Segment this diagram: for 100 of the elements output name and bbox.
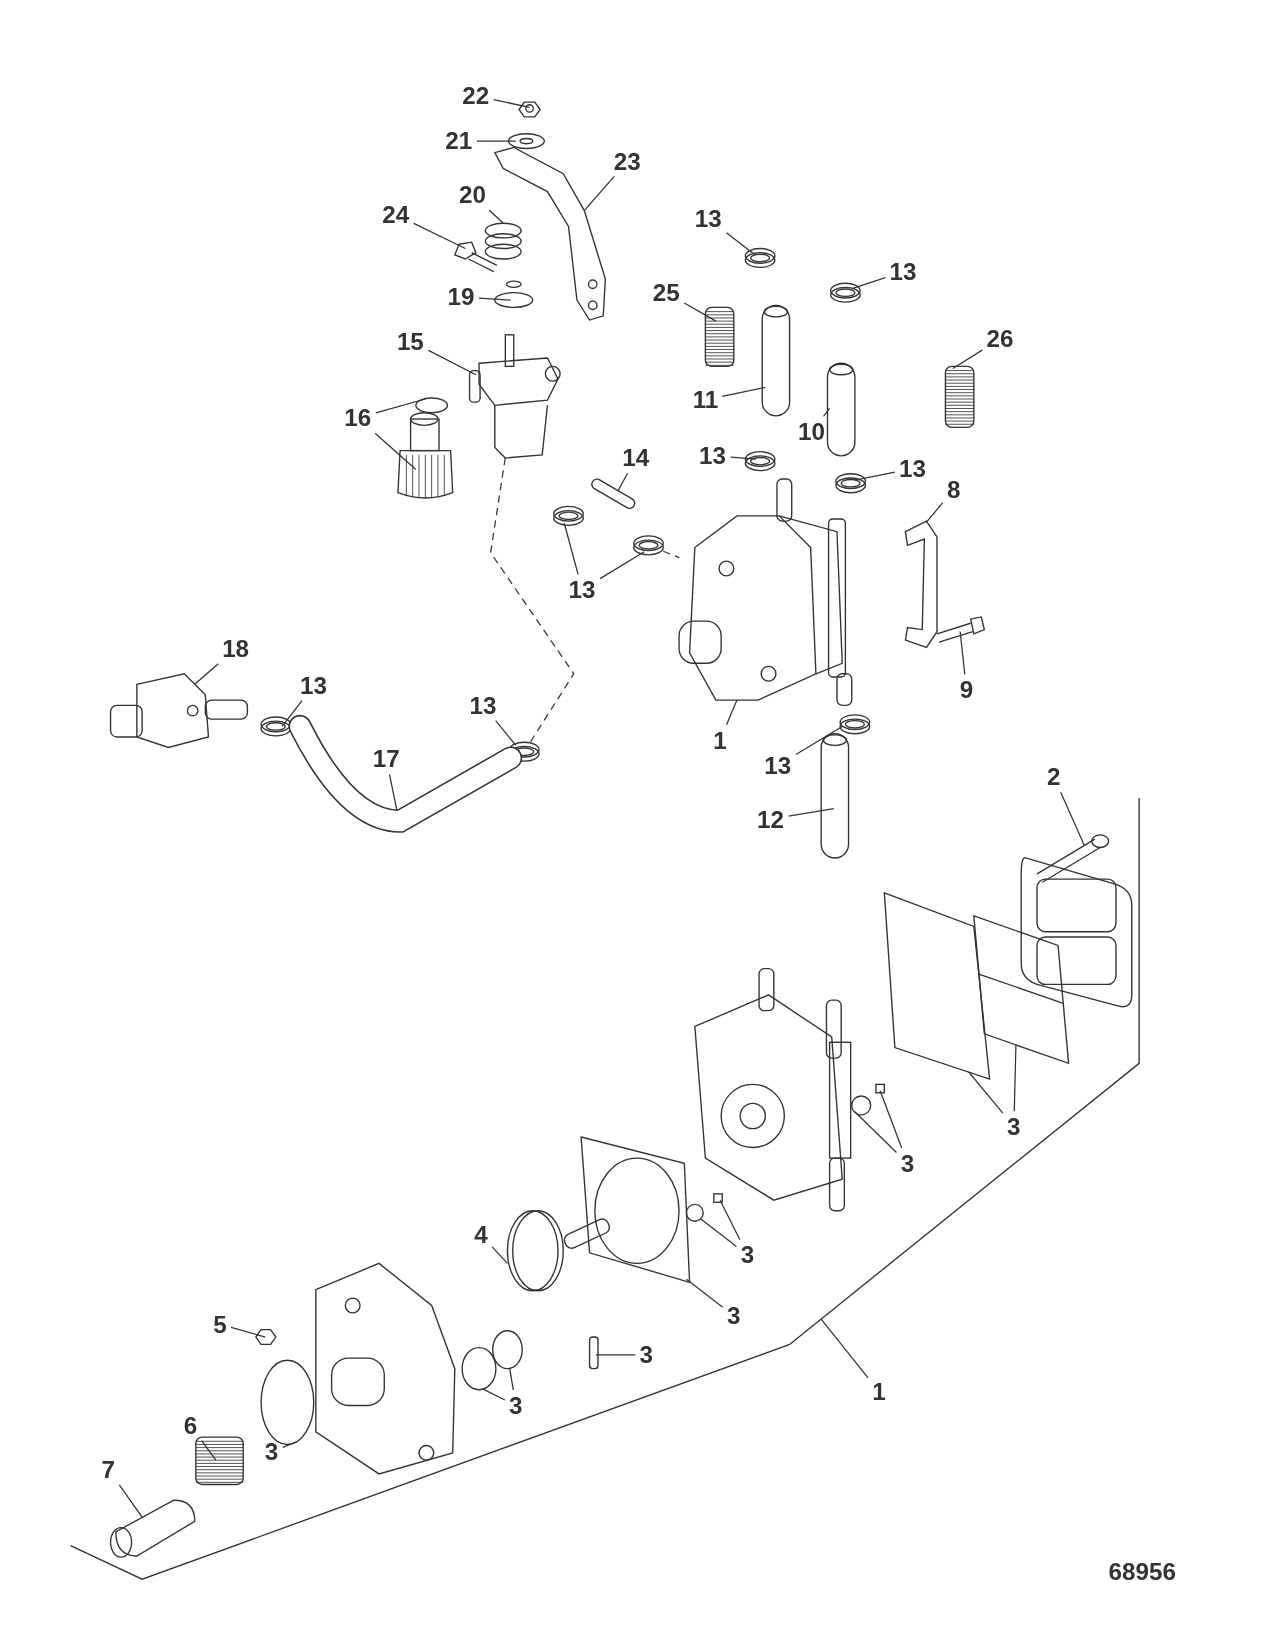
leader-line (281, 700, 303, 728)
leader-line (1013, 1043, 1017, 1112)
diaphragm (561, 1136, 691, 1284)
leader-line (1060, 791, 1085, 847)
leader-line (721, 386, 766, 398)
grommet (484, 222, 522, 260)
hose-clamp (553, 505, 584, 527)
callout-number: 1 (711, 726, 729, 754)
leader-line (700, 1218, 738, 1248)
leader-line (563, 522, 579, 575)
callout-number: 3 (637, 1341, 656, 1369)
leader-line (491, 1246, 509, 1264)
callout-number: 20 (456, 181, 489, 208)
hose (820, 733, 850, 859)
fuel-filter-housing (468, 334, 561, 459)
leader-line (201, 1440, 217, 1461)
callout-number: 3 (898, 1150, 917, 1177)
leader-line (230, 1326, 266, 1338)
callout-number: 13 (297, 672, 330, 699)
figure-number: 68956 (1107, 1558, 1177, 1585)
leader-line (725, 699, 738, 726)
leader-line (595, 1354, 636, 1356)
leader-line (925, 502, 944, 523)
leader-line (508, 1366, 514, 1391)
callout-number: 16 (342, 404, 374, 432)
leader-line (725, 232, 756, 256)
leader-line (852, 277, 887, 290)
callout-number: 22 (460, 82, 492, 109)
leader-line (685, 1278, 724, 1308)
dashed-line (489, 457, 575, 743)
pump-body (694, 967, 852, 1212)
leader-line (795, 725, 843, 756)
callout-number: 13 (566, 576, 598, 603)
callout-number: 17 (370, 745, 402, 773)
leader-line (476, 140, 517, 142)
leader-line (719, 1199, 741, 1241)
callout-number: 26 (984, 325, 1016, 353)
callout-number: 7 (99, 1456, 118, 1483)
hose-clamp (829, 282, 861, 303)
leader-line (493, 99, 531, 108)
leader-line (118, 1484, 143, 1518)
callout-number: 3 (724, 1302, 743, 1330)
leader-line (495, 720, 517, 746)
leader-line (967, 1071, 1004, 1114)
bent-hose (288, 714, 523, 833)
callout-number: 8 (944, 476, 963, 503)
pump-bracket (904, 520, 938, 649)
hose-clamp (260, 716, 292, 737)
sleeve (494, 280, 534, 309)
callout-number: 3 (738, 1241, 757, 1269)
leader-line (374, 432, 417, 471)
callout-number: 12 (754, 805, 786, 833)
hose-clamp (744, 247, 776, 269)
callout-number: 14 (620, 444, 652, 472)
leader-line (375, 398, 426, 414)
leader-line (427, 349, 477, 376)
fuel-pump-drawing (678, 478, 853, 707)
callout-number: 3 (262, 1438, 281, 1465)
callout-number: 23 (611, 147, 643, 175)
callout-number: 13 (467, 692, 499, 719)
o-ring (415, 397, 449, 414)
callout-number: 11 (690, 386, 721, 414)
leader-line (820, 1318, 869, 1379)
hose-clamp (633, 535, 664, 556)
coiled-sleeve (704, 306, 735, 368)
bolt (936, 616, 986, 643)
fuel-connector (109, 673, 249, 749)
leader-line (822, 407, 831, 417)
leader-line (481, 1388, 506, 1401)
leader-line (488, 209, 504, 224)
leader-line (854, 1111, 898, 1154)
callout-number: 13 (696, 442, 729, 469)
hex-nut (518, 101, 541, 118)
leader-line (583, 175, 615, 212)
leader-line (599, 551, 645, 580)
leader-line (194, 663, 219, 685)
callout-number: 3 (1004, 1113, 1023, 1140)
leader-line (879, 1090, 903, 1149)
screw (453, 241, 498, 273)
coiled-sleeve (944, 365, 975, 429)
hose (591, 478, 636, 510)
hose-clamp (744, 450, 776, 472)
leader-line (730, 456, 757, 460)
dashed-line (662, 550, 680, 559)
leader-line (854, 471, 896, 481)
callout-number: 5 (211, 1311, 229, 1338)
callout-number: 6 (181, 1412, 200, 1439)
plunger (109, 1499, 196, 1558)
callout-number: 21 (443, 127, 475, 155)
callout-number: 13 (692, 205, 724, 233)
callout-number: 13 (887, 258, 919, 285)
washer (507, 133, 545, 150)
callout-number: 2 (1044, 763, 1063, 791)
leader-line (413, 222, 466, 250)
callout-number: 13 (762, 752, 794, 779)
callout-number: 1 (870, 1378, 888, 1405)
hose (826, 362, 856, 457)
hose-clamp (835, 473, 867, 494)
callout-number: 24 (380, 201, 412, 228)
leader-line (959, 631, 966, 675)
